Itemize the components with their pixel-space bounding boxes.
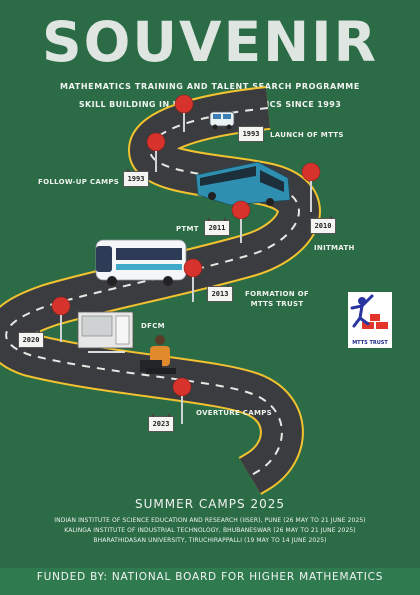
programme-subtitle: MATHEMATICS TRAINING AND TALENT SEARCH P… xyxy=(60,82,360,91)
label-trust-line1: FORMATION OF xyxy=(245,290,309,298)
blue-bus-icon xyxy=(195,161,291,206)
poster-title: SOUVENIR xyxy=(41,10,378,74)
summer-camps-title: SUMMER CAMPS 2025 xyxy=(135,497,285,511)
label-initmath: INITMATH xyxy=(314,244,355,252)
label-overture: OVERTURE CAMPS xyxy=(196,409,272,417)
venue-2: KALINGA INSTITUTE OF INDUSTRIAL TECHNOLO… xyxy=(64,527,356,534)
pin-initmath-icon xyxy=(301,162,321,212)
calendar-ptmt: 2011 xyxy=(204,218,230,236)
venue-3: BHARATHIDASAN UNIVERSITY, TIRUCHIRAPPALL… xyxy=(93,537,327,544)
white-bus-icon xyxy=(95,239,187,286)
calendar-initmath: 2010 xyxy=(310,216,336,234)
mtts-trust-emblem-icon xyxy=(350,294,388,329)
funding-credit: FUNDED BY: NATIONAL BOARD FOR HIGHER MAT… xyxy=(36,571,384,583)
label-trust-line2: MTTS TRUST xyxy=(250,300,304,308)
mtts-trust-logo: MTTS TRUST xyxy=(348,292,392,348)
small-van-icon xyxy=(209,111,235,130)
student-laptop-icon xyxy=(140,335,176,374)
pin-overture-icon xyxy=(172,377,192,424)
pin-ptmt-icon xyxy=(231,200,251,243)
calendar-overture: 2023 xyxy=(148,414,174,432)
label-followup: FOLLOW-UP CAMPS xyxy=(38,178,120,186)
pin-trust-icon xyxy=(183,258,203,302)
pin-followup-icon xyxy=(146,132,166,172)
pin-launch-icon xyxy=(174,94,194,132)
calendar-trust: 2013 xyxy=(207,284,233,302)
label-launch: LAUNCH OF MTTS xyxy=(270,131,344,139)
calendar-launch: 1993 xyxy=(238,124,264,142)
label-ptmt: PTMT xyxy=(176,225,199,233)
label-dfcm: DFCM xyxy=(141,322,165,330)
footer-bar xyxy=(0,568,420,595)
calendar-followup: 1993 xyxy=(123,169,149,187)
venue-1: INDIAN INSTITUTE OF SCIENCE EDUCATION AN… xyxy=(54,517,366,524)
computer-desk-icon xyxy=(77,311,134,353)
logo-caption: MTTS TRUST xyxy=(352,340,388,346)
pin-dfcm-icon xyxy=(51,296,71,342)
label-trust: FORMATION OF MTTS TRUST xyxy=(244,289,310,309)
calendar-dfcm: 2020 xyxy=(18,330,44,348)
